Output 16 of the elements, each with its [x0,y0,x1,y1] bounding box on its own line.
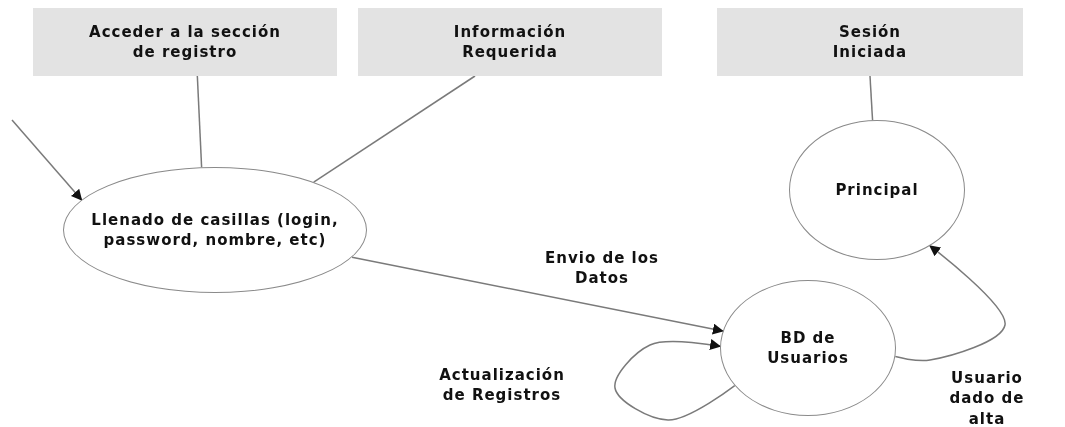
connector-line [312,75,476,183]
node-label: Información Requerida [452,21,568,63]
arrow [894,245,1006,362]
connector-line [869,75,874,121]
node-label: Principal [835,179,919,201]
node-label: Sesión Iniciada [831,21,909,63]
node-label: BD de Usuarios [766,327,850,369]
label-box [717,8,1023,76]
node-label: Acceder a la sección de registro [88,21,282,63]
label-box [33,8,337,76]
arrow [11,119,83,201]
arrow [351,256,724,335]
arrow [614,339,736,421]
node-label: Llenado de casillas (login, password, nombre, etc) [90,209,340,251]
label-box [358,8,662,76]
connector-line [196,75,203,168]
